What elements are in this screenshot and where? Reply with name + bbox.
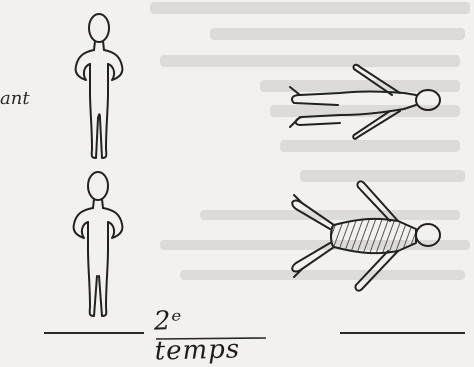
lying-figure-upper-icon [280, 45, 450, 145]
left-margin-word: ant [0, 88, 36, 114]
left-rule [44, 332, 144, 334]
right-rule [340, 332, 465, 334]
standing-figure-upper-icon [62, 8, 132, 168]
caption-underline [156, 336, 266, 342]
standing-figure-lower-icon [60, 168, 130, 328]
lying-figure-lower-icon [280, 165, 450, 300]
